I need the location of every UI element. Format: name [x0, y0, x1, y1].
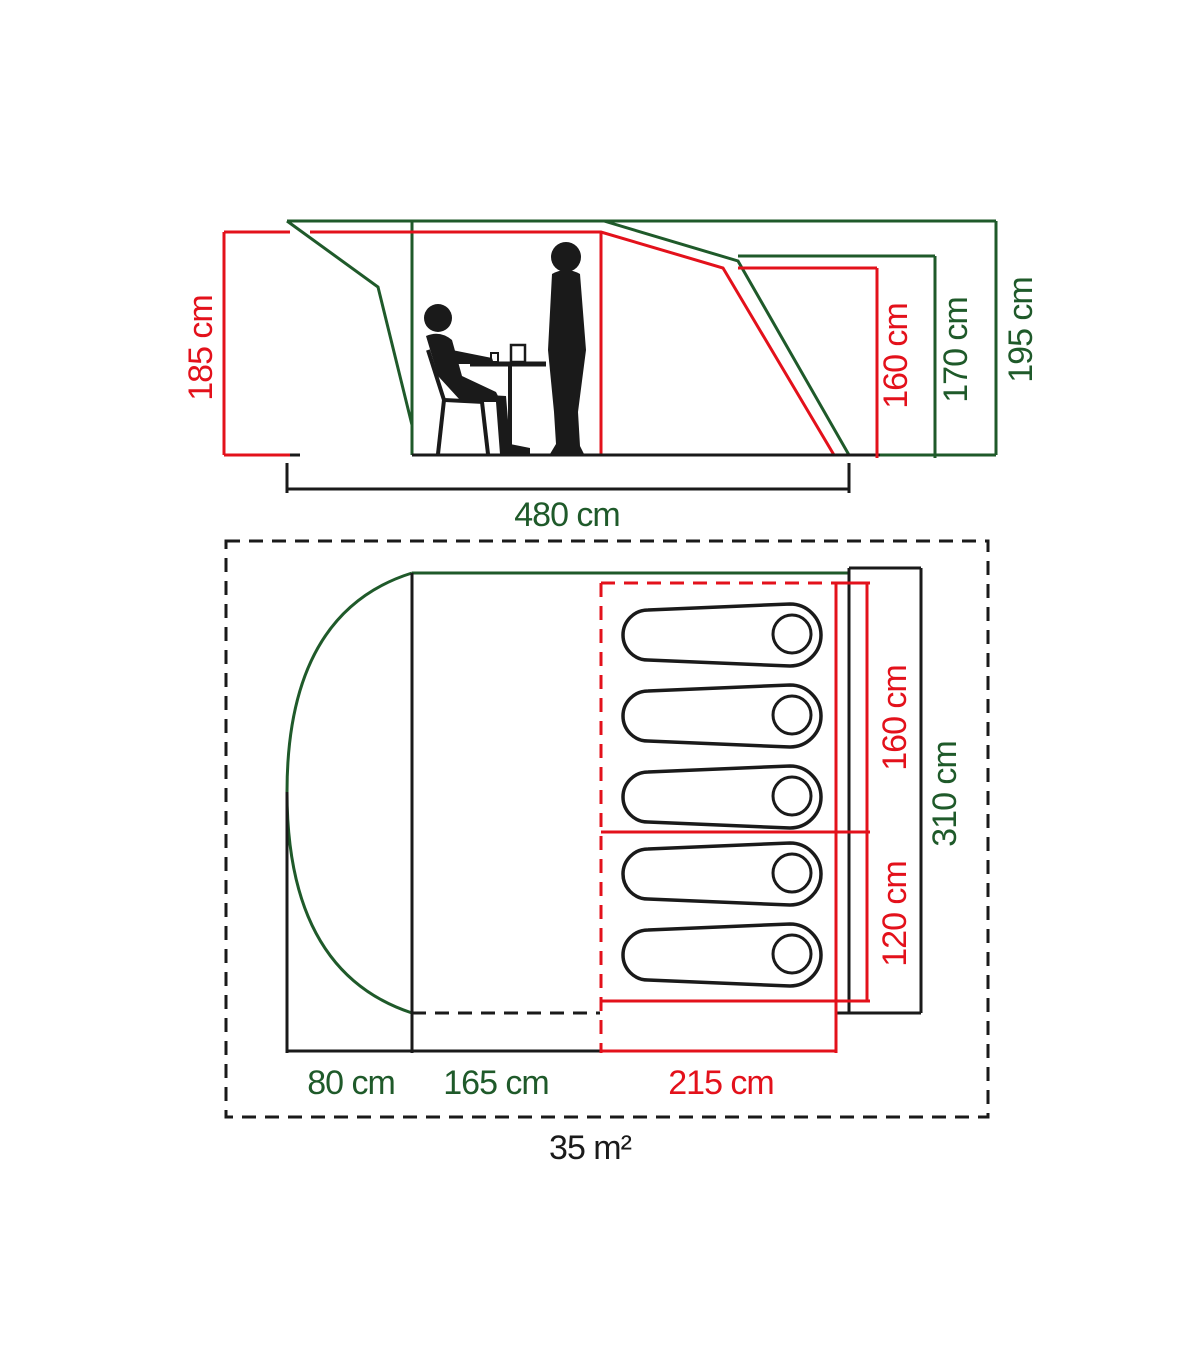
dim-195: [604, 219, 998, 457]
width-label: 310 cm: [926, 741, 964, 847]
living-label: 165 cm: [443, 1064, 549, 1102]
height-left-label: 185 cm: [182, 295, 220, 401]
sleeping-bag: [621, 841, 823, 907]
sleeping-bags: [621, 602, 823, 988]
table-icon: [470, 343, 546, 454]
side-view: 185 cm 160 cm 170 cm 195 cm 480 cm: [182, 219, 1040, 534]
standing-person-icon: [548, 242, 586, 454]
porch-label: 80 cm: [307, 1064, 395, 1102]
dim-185: [222, 230, 290, 457]
floor-plan: 160 cm 120 cm 310 cm 80 cm 165 cm 215 cm…: [224, 539, 990, 1167]
height-rear-outer-label: 170 cm: [937, 297, 975, 403]
sleeping-bag: [621, 602, 823, 668]
bedroom-depth-front-label: 160 cm: [876, 665, 914, 771]
length-label: 480 cm: [514, 496, 620, 534]
bedroom-depth-rear-label: 120 cm: [876, 861, 914, 967]
sleeping-bag: [621, 683, 823, 749]
sleeping-bag: [621, 922, 823, 988]
rear-wall: [836, 566, 923, 1015]
porch-arc: [285, 571, 413, 1015]
sleeping-bag: [621, 764, 823, 830]
seated-person-icon: [424, 304, 530, 455]
bedroom: [599, 581, 870, 1053]
height-max-label: 195 cm: [1002, 277, 1040, 383]
height-rear-inner-label: 160 cm: [877, 303, 915, 409]
dim-480: [285, 463, 851, 493]
side-outer-profile: [286, 219, 851, 456]
dim-160-side: [738, 266, 879, 458]
area-outline: [224, 539, 990, 1119]
side-inner-profile: [310, 230, 836, 456]
area-label: 35 m²: [549, 1129, 632, 1167]
dim-170: [738, 254, 937, 458]
bedroom-label: 215 cm: [668, 1064, 774, 1102]
